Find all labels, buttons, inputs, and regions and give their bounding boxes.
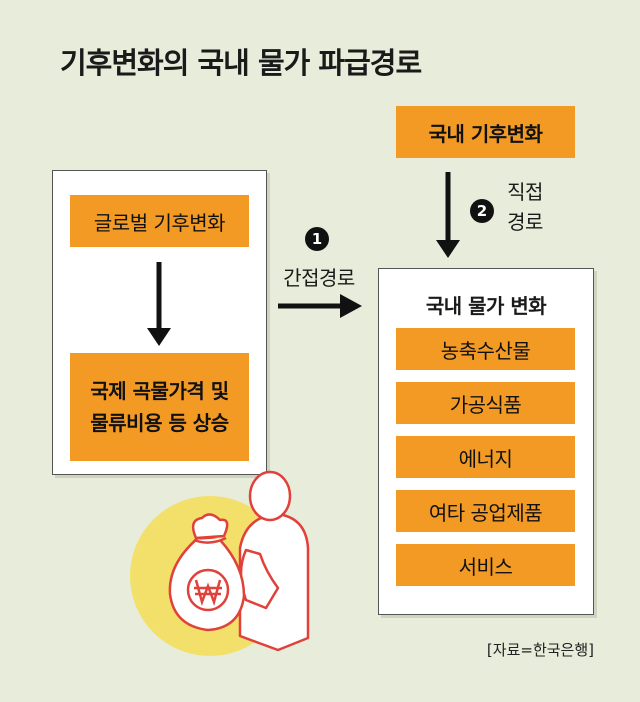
person-figure [238,470,310,652]
page-title: 기후변화의 국내 물가 파급경로 [60,46,422,80]
direct-path-label: 직접 경로 [500,177,550,237]
direct-path-badge: 2 [470,199,494,223]
direct-down-arrow [436,172,460,258]
source-note: [자료=한국은행] [486,641,594,659]
won-symbol-icon [186,568,230,612]
price-item-processed-food: 가공식품 [396,382,575,424]
indirect-right-arrow [278,294,362,318]
price-item-industrial: 여타 공업제품 [396,490,575,532]
money-bag-illustration [130,470,310,656]
domestic-climate-box: 국내 기후변화 [396,106,575,158]
price-item-services: 서비스 [396,544,575,586]
direct-path-label-line2: 경로 [507,210,543,234]
grain-logistics-line1: 국제 곡물가격 및 [90,379,229,403]
money-bag [168,513,246,632]
price-item-agri: 농축수산물 [396,328,575,370]
price-item-energy: 에너지 [396,436,575,478]
global-climate-box: 글로벌 기후변화 [70,195,249,247]
direct-path-label-line1: 직접 [507,180,543,204]
indirect-path-badge: 1 [305,227,329,251]
price-panel-heading: 국내 물가 변화 [425,294,547,318]
global-down-arrow [147,262,171,346]
indirect-path-label: 간접경로 [283,266,355,290]
grain-logistics-line2: 물류비용 등 상승 [90,411,229,435]
grain-logistics-box: 국제 곡물가격 및 물류비용 등 상승 [70,353,249,461]
